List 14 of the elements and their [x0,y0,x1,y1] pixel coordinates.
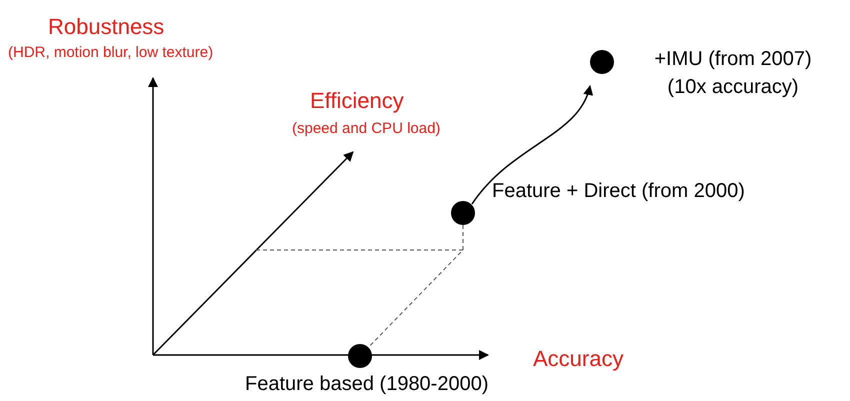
point-label: Feature based (1980-2000) [245,372,490,397]
point-label: Feature + Direct (from 2000) [492,179,746,204]
dashed-line [368,224,464,348]
curved-arrow [471,85,592,204]
axis-label: Efficiency [310,87,404,115]
point-label: +IMU (from 2007) [653,47,813,72]
axis-label: (HDR, motion blur, low texture) [8,43,214,63]
axis-label: Accuracy [533,345,624,373]
data-point [348,344,372,368]
data-point [590,50,614,74]
axis-label: Robustness [48,13,164,41]
axis-label: (speed and CPU load) [292,119,440,139]
point-label: (10x accuracy) [666,75,800,100]
data-point [451,201,475,225]
